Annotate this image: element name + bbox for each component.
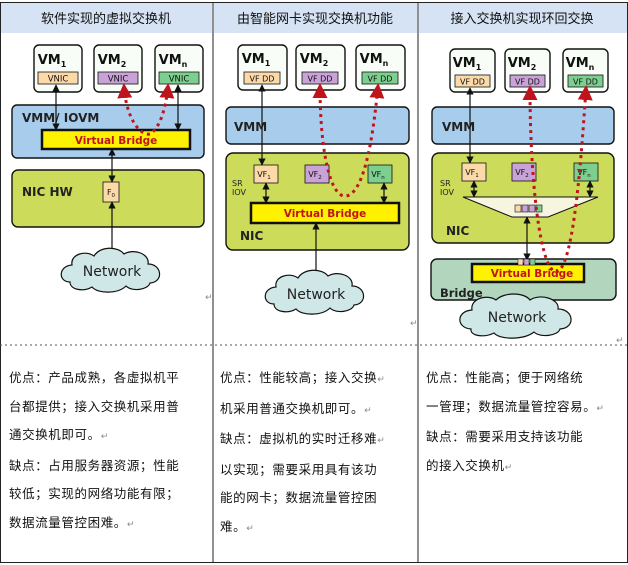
svg-text:VFn: VFn xyxy=(577,168,591,179)
svg-text:↵: ↵ xyxy=(410,319,418,329)
svg-text:VM2: VM2 xyxy=(300,52,329,68)
virtual-bridge xyxy=(40,128,192,151)
nic-hw-label: NIC HW xyxy=(22,185,73,199)
panel1-header: 软件实现的虚拟交换机 xyxy=(1,3,212,33)
svg-text:VM1: VM1 xyxy=(38,53,67,69)
vm-to-vm-traffic-path xyxy=(117,83,175,136)
panel2-diagram: VM1 VF DD VM2 VF DD VMn VF DD VMM SR IOV… xyxy=(225,44,410,315)
vm-card: VM2 VF DD xyxy=(504,48,551,93)
vm-card: VM1 VNIC xyxy=(33,44,83,93)
vf-box xyxy=(304,164,330,184)
vm-to-vm-traffic-path xyxy=(312,83,385,198)
svg-text:VF DD: VF DD xyxy=(368,75,393,84)
svg-text:VF DD: VF DD xyxy=(515,78,540,87)
svg-text:Network: Network xyxy=(488,310,547,326)
virtual-bridge xyxy=(249,201,401,225)
vf-box xyxy=(367,164,393,184)
nic-label: NIC xyxy=(240,229,264,243)
svg-text:VF DD: VF DD xyxy=(460,78,485,87)
svg-text:VFn: VFn xyxy=(371,170,385,181)
svg-text:VM1: VM1 xyxy=(453,56,482,72)
panel3-diagram: VM1 VF DD VM2 VF DD VMn VF DD VMM SR IOV… xyxy=(430,48,617,339)
svg-text:VNIC: VNIC xyxy=(48,75,69,85)
svg-text:VNIC: VNIC xyxy=(169,75,190,85)
bridge-label: Bridge xyxy=(440,286,483,300)
vmm-box xyxy=(225,106,410,145)
svg-text:VM2: VM2 xyxy=(508,56,537,72)
advantage-text: 优点：性能高；便于网络统一管理；数据流量管控容易。↵ xyxy=(426,370,605,414)
disadvantage-text: 缺点：需要采用支持该功能的接入交换机↵ xyxy=(426,429,584,473)
network-cloud: Network xyxy=(60,247,161,293)
panel3-header: 接入交换机实现环回交换 xyxy=(419,3,627,33)
svg-text:IOV: IOV xyxy=(232,188,247,197)
svg-text:Network: Network xyxy=(83,264,142,280)
disadvantage-text: 缺点：虚拟机的实时迁移难↵以实现；需要采用具有该功能的网卡；数据流量管控困难。↵ xyxy=(220,431,386,534)
nic-label: NIC xyxy=(446,224,470,238)
svg-text:Network: Network xyxy=(287,287,346,303)
svg-text:↵: ↵ xyxy=(616,336,624,346)
svg-text:VMn: VMn xyxy=(566,56,595,72)
vm-card: VMn VNIC xyxy=(154,44,204,93)
svg-text:F0: F0 xyxy=(107,188,116,199)
advantage-text: 优点：性能较高；接入交换↵机采用普通交换机即可。↵ xyxy=(220,370,386,416)
svg-text:VNIC: VNIC xyxy=(108,75,129,85)
svg-text:VMn: VMn xyxy=(360,52,389,68)
vf-box xyxy=(511,162,537,182)
vm-card: VM2 VNIC xyxy=(93,44,143,93)
vm-card: VM1 VF DD xyxy=(237,44,288,91)
panel1-description: 优点：产品成熟，各虚拟机平台都提供；接入交换机采用普通交换机即可。↵ 缺点：占用… xyxy=(9,364,211,539)
disadvantage-text: 缺点：占用服务器资源；性能较低；实现的网络功能有限；数据流量管控困难。↵ xyxy=(9,457,180,530)
svg-text:VMn: VMn xyxy=(159,53,188,69)
svg-text:VF2: VF2 xyxy=(308,170,322,181)
vm-card: VMn VF DD xyxy=(355,44,406,91)
svg-text:VF DD: VF DD xyxy=(250,75,275,84)
sriov-label: SR xyxy=(440,179,451,188)
svg-text:VF1: VF1 xyxy=(465,168,479,179)
sriov-label: SR xyxy=(232,179,243,188)
panel2-header: 由智能网卡实现交换机功能 xyxy=(214,3,417,33)
svg-text:VM1: VM1 xyxy=(242,52,271,68)
svg-text:VF1: VF1 xyxy=(257,170,271,181)
vm-card: VMn VF DD xyxy=(562,48,609,93)
panel2-title: 由智能网卡实现交换机功能 xyxy=(237,11,393,27)
svg-text:Virtual Bridge: Virtual Bridge xyxy=(75,135,158,147)
svg-text:VF DD: VF DD xyxy=(573,78,598,87)
panel3-description: 优点：性能高；便于网络统一管理；数据流量管控容易。↵ 缺点：需要采用支持该功能的… xyxy=(426,364,626,482)
vm-card: VM2 VF DD xyxy=(295,44,346,91)
vm-to-vm-traffic-path xyxy=(522,85,593,274)
svg-text:Virtual Bridge: Virtual Bridge xyxy=(284,208,367,220)
network-cloud: Network xyxy=(264,269,365,315)
vmm-box xyxy=(431,106,615,145)
svg-text:VF DD: VF DD xyxy=(308,75,333,84)
svg-text:↵: ↵ xyxy=(205,293,213,303)
panel3-title: 接入交换机实现环回交换 xyxy=(450,11,593,27)
advantage-text: 优点：产品成熟，各虚拟机平台都提供；接入交换机采用普通交换机即可。↵ xyxy=(9,370,180,442)
network-cloud: Network xyxy=(459,293,572,339)
svg-text:VF2: VF2 xyxy=(515,168,529,179)
panel2-description: 优点：性能较高；接入交换↵机采用普通交换机即可。↵ 缺点：虚拟机的实时迁移难↵以… xyxy=(220,364,416,543)
svg-text:Virtual Bridge: Virtual Bridge xyxy=(491,268,574,280)
svg-text:VM2: VM2 xyxy=(98,53,127,69)
panel1-diagram: VM1 VNIC VM2 VNIC VMn VNIC VMM/ IOVM Vir… xyxy=(11,44,205,293)
vm-card: VM1 VF DD xyxy=(449,48,496,93)
panel1-title: 软件实现的虚拟交换机 xyxy=(41,11,171,27)
svg-text:IOV: IOV xyxy=(440,188,455,197)
vmm-label: VMM/ IOVM xyxy=(22,111,99,125)
